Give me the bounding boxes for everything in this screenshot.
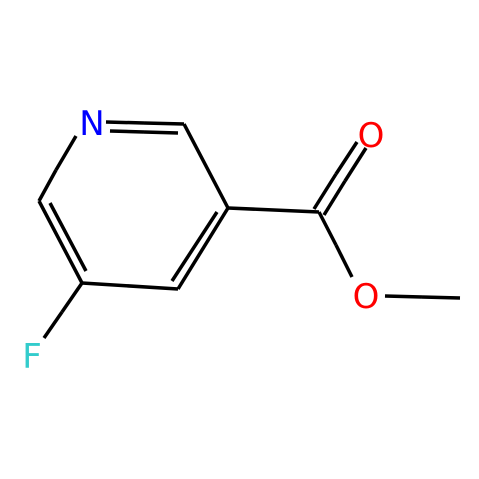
fluorine-atom-label: F [22,337,42,377]
ester-oxygen-atom-label: O [353,277,380,317]
bond-c7-o-double-a [312,173,338,210]
carbonyl-oxygen-atom-label: O [358,116,385,156]
bond-c4-c5 [81,281,179,291]
bond-oester-ch3-o-part [384,294,423,299]
bond-c3-c4 [176,207,230,290]
bond-c7-o-double-b [322,180,347,216]
bond-c7-o-double-b-o-part [343,147,368,182]
bond-c6-n [37,169,58,202]
bond-c5-f-f-part [42,311,64,339]
bond-c6-n-n-part [54,135,78,171]
bond-n-c2-inner-n-part [109,129,145,134]
bond-c7-oester [317,211,338,246]
bond-n-c2-inner [143,130,179,135]
nitrogen-atom-label: N [79,104,104,144]
bond-c7-o-double-a-o-part [334,141,359,175]
bond-c5-c6 [37,200,84,284]
bond-c5-c6-inner [48,202,88,272]
bond-c5-f [60,282,84,313]
bond-n-c2-n-part [105,120,145,125]
bond-c7-oester-o-part [334,244,354,278]
bond-c3-c7 [227,206,320,214]
bond-c2-c3 [182,123,230,209]
bond-n-c2 [143,121,185,126]
bond-oester-ch3 [421,295,461,300]
bond-c3-c4-inner [170,211,219,282]
